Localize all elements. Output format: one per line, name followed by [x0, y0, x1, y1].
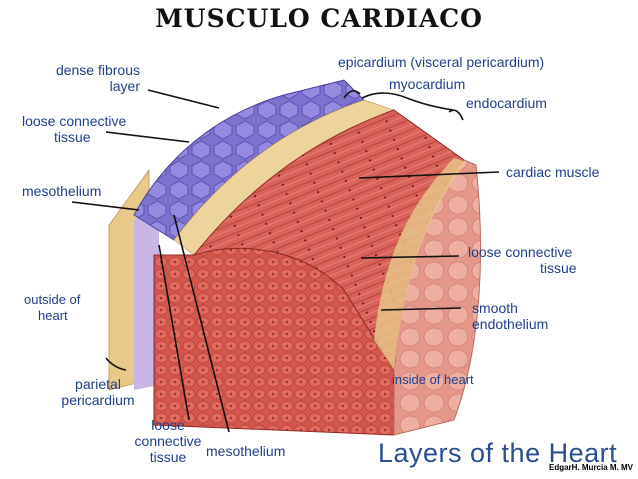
pointer-smooth-endo [380, 307, 462, 311]
slide-title: MUSCULO CARDIACO [155, 4, 483, 33]
label-parietal-pericardium: parietal pericardium [61, 376, 135, 408]
pointer-mesothelium-left [71, 201, 140, 211]
label-cardiac-muscle: cardiac muscle [506, 164, 600, 180]
pointer-loose-ct-bottom [158, 244, 190, 421]
label-loose-connective-top: loose connective tissue [22, 113, 127, 145]
label-smooth-endothelium: smooth endothelium [472, 300, 549, 332]
label-mesothelium-left: mesothelium [22, 183, 102, 199]
label-myocardium: myocardium [389, 76, 466, 92]
brace-parietal [105, 357, 127, 371]
connective-right-strip [374, 158, 466, 370]
pointer-loose-ct-right [360, 255, 460, 259]
brace-epicardium [343, 90, 361, 99]
label-loose-connective-right: loose connective tissue [468, 244, 577, 276]
parietal-band [134, 195, 159, 390]
label-endocardium: endocardium [466, 95, 547, 111]
pointer-dense-fibrous [147, 89, 220, 109]
brace-endocardium [448, 109, 464, 121]
figure-title: Layers of the Heart [378, 438, 618, 468]
author-credit: EdgarH. Murcia M. MV [549, 463, 634, 472]
brace-myocardium [361, 92, 454, 111]
pointer-mesothelium-bottom [173, 214, 230, 433]
label-outside-of-heart: outside of heart [24, 292, 81, 323]
heart-layers-illustration [14, 40, 624, 479]
label-mesothelium-bottom: mesothelium [206, 443, 286, 459]
label-loose-connective-bottom: loose connective tissue [134, 417, 202, 465]
pointer-loose-ct-top [105, 131, 190, 143]
label-inside-of-heart: inside of heart [392, 372, 474, 387]
label-dense-fibrous-layer: dense fibrous layer [55, 62, 140, 94]
pointer-cardiac-muscle [358, 171, 500, 179]
label-epicardium: epicardium (visceral pericardium) [338, 54, 545, 70]
